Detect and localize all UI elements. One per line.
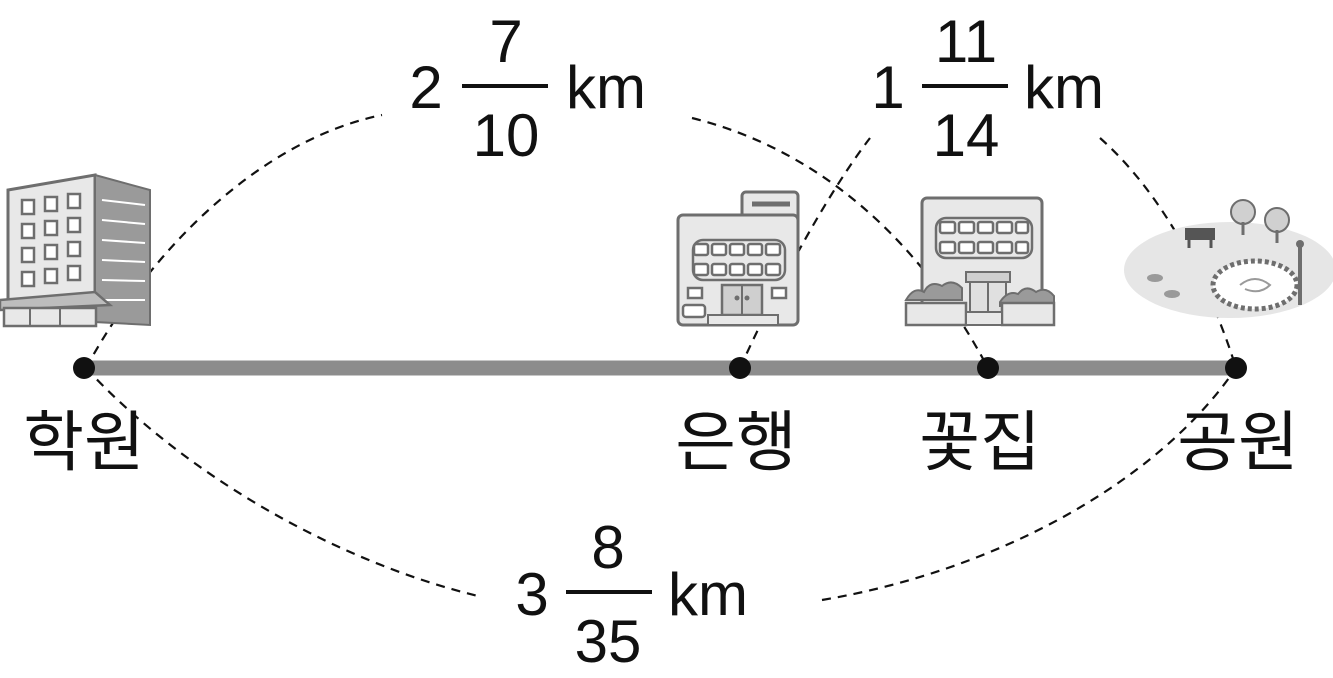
numerator: 8 [591, 514, 624, 581]
denominator: 10 [473, 102, 540, 169]
denominator: 35 [575, 608, 642, 675]
whole-number: 1 [871, 54, 904, 121]
flower-shop-icon [904, 196, 1056, 327]
label-park: 공원 [1177, 404, 1298, 481]
label-bank: 은행 [675, 404, 796, 481]
whole-number: 2 [409, 54, 442, 121]
numerator: 7 [489, 8, 522, 75]
whole-number: 3 [515, 561, 548, 628]
numerator: 11 [935, 8, 997, 75]
point-bank [729, 357, 751, 379]
distance-academy-to-flower-shop: 2 7 10 km [409, 8, 646, 169]
park-icon [1124, 199, 1333, 318]
distance-academy-to-park: 3 8 35 km [515, 514, 748, 675]
unit: km [1024, 54, 1104, 121]
point-park [1225, 357, 1247, 379]
point-flower-shop [977, 357, 999, 379]
bank-building-icon [676, 190, 800, 327]
arc-academy-to-park [85, 367, 479, 598]
distance-bank-to-park: 1 11 14 km [871, 8, 1104, 169]
denominator: 14 [933, 102, 1000, 169]
point-academy [73, 357, 95, 379]
arc-bank-to-park-right [1099, 137, 1238, 369]
label-academy: 학원 [23, 404, 144, 481]
label-flower-shop: 꽃집 [919, 404, 1040, 481]
arc-academy-to-park-right [821, 367, 1237, 602]
office-building-icon [0, 173, 151, 328]
arc-bank-to-park [738, 137, 871, 369]
unit: km [566, 54, 646, 121]
unit: km [668, 561, 748, 628]
